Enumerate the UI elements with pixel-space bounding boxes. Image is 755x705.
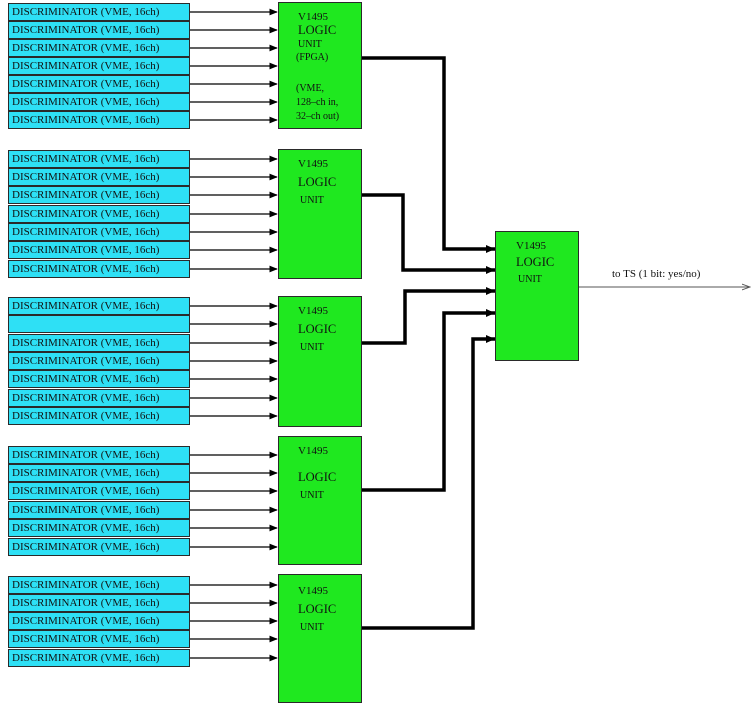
logic-unit-4-title: LOGIC: [298, 470, 337, 484]
logic-unit-1-model: V1495: [298, 11, 328, 23]
logic-unit-central-unit: UNIT: [518, 274, 542, 285]
logic-unit-5-model: V1495: [298, 585, 328, 597]
logic-unit-1-vme: (VME,: [296, 83, 325, 94]
logic-unit-3: V1495 LOGIC UNIT: [278, 296, 362, 427]
discriminator-box: DISCRIMINATOR (VME, 16ch): [8, 407, 190, 425]
discriminator-box: DISCRIMINATOR (VME, 16ch): [8, 501, 190, 519]
discriminator-box: DISCRIMINATOR (VME, 16ch): [8, 538, 190, 556]
output-label: to TS (1 bit: yes/no): [612, 268, 701, 280]
discriminator-box: DISCRIMINATOR (VME, 16ch): [8, 39, 190, 57]
discriminator-box: DISCRIMINATOR (VME, 16ch): [8, 464, 190, 482]
logic-unit-1-outputs: 32–ch out): [296, 111, 340, 122]
logic-unit-3-unit: UNIT: [300, 342, 324, 353]
central-input-arrows: [486, 245, 495, 343]
wire-logic1-to-central: [362, 56, 495, 251]
discriminator-box: DISCRIMINATOR (VME, 16ch): [8, 352, 190, 370]
discriminator-box: DISCRIMINATOR (VME, 16ch): [8, 297, 190, 315]
discriminator-box: DISCRIMINATOR (VME, 16ch): [8, 576, 190, 594]
logic-unit-4: V1495 LOGIC UNIT: [278, 436, 362, 565]
discriminator-box: DISCRIMINATOR (VME, 16ch): [8, 168, 190, 186]
logic-unit-3-title: LOGIC: [298, 322, 337, 336]
logic-unit-central-title: LOGIC: [516, 255, 555, 269]
logic-unit-5-title: LOGIC: [298, 602, 337, 616]
logic-unit-5-unit: UNIT: [300, 622, 324, 633]
logic-unit-central-model: V1495: [516, 240, 546, 252]
discriminator-box: DISCRIMINATOR (VME, 16ch): [8, 519, 190, 537]
wire-logic3-to-central: [362, 289, 495, 345]
logic-unit-5: V1495 LOGIC UNIT: [278, 574, 362, 703]
wire-logic5-to-central: [362, 337, 495, 630]
discriminator-box: DISCRIMINATOR (VME, 16ch): [8, 111, 190, 129]
wire-logic4-to-central: [362, 311, 495, 492]
logic-unit-2-title: LOGIC: [298, 175, 337, 189]
discriminator-box: DISCRIMINATOR (VME, 16ch): [8, 630, 190, 648]
logic-unit-4-unit: UNIT: [300, 490, 324, 501]
logic-unit-4-model: V1495: [298, 445, 328, 457]
discriminator-box: DISCRIMINATOR (VME, 16ch): [8, 223, 190, 241]
logic-unit-1-title: LOGIC: [298, 23, 337, 37]
discriminator-box: DISCRIMINATOR (VME, 16ch): [8, 21, 190, 39]
discriminator-box: DISCRIMINATOR (VME, 16ch): [8, 370, 190, 388]
discriminator-box: DISCRIMINATOR (VME, 16ch): [8, 594, 190, 612]
logic-unit-2-unit: UNIT: [300, 195, 324, 206]
discriminator-box: DISCRIMINATOR (VME, 16ch): [8, 150, 190, 168]
discriminator-box: [8, 315, 190, 333]
discriminator-box: DISCRIMINATOR (VME, 16ch): [8, 446, 190, 464]
discriminator-wires: [190, 8, 278, 662]
discriminator-box: DISCRIMINATOR (VME, 16ch): [8, 205, 190, 223]
logic-unit-1-fpga-label: (FPGA): [296, 52, 329, 63]
discriminator-box: DISCRIMINATOR (VME, 16ch): [8, 612, 190, 630]
discriminator-box: DISCRIMINATOR (VME, 16ch): [8, 389, 190, 407]
logic-unit-2-model: V1495: [298, 158, 328, 170]
discriminator-box: DISCRIMINATOR (VME, 16ch): [8, 75, 190, 93]
discriminator-box: DISCRIMINATOR (VME, 16ch): [8, 260, 190, 278]
discriminator-box: DISCRIMINATOR (VME, 16ch): [8, 649, 190, 667]
discriminator-box: DISCRIMINATOR (VME, 16ch): [8, 93, 190, 111]
discriminator-box: DISCRIMINATOR (VME, 16ch): [8, 334, 190, 352]
logic-unit-1-fpga: V1495 LOGIC UNIT (FPGA) (VME, 128–ch in,…: [278, 2, 362, 129]
discriminator-box: DISCRIMINATOR (VME, 16ch): [8, 241, 190, 259]
logic-to-logic-wires: [362, 56, 495, 630]
discriminator-box: DISCRIMINATOR (VME, 16ch): [8, 3, 190, 21]
logic-unit-1-unit: UNIT: [298, 39, 322, 50]
logic-unit-central: V1495 LOGIC UNIT: [495, 231, 579, 361]
logic-unit-2: V1495 LOGIC UNIT: [278, 149, 362, 279]
discriminator-box: DISCRIMINATOR (VME, 16ch): [8, 57, 190, 75]
logic-unit-1-inputs: 128–ch in,: [296, 97, 339, 108]
logic-unit-3-model: V1495: [298, 305, 328, 317]
discriminator-box: DISCRIMINATOR (VME, 16ch): [8, 482, 190, 500]
wire-logic2-to-central: [362, 193, 495, 272]
discriminator-box: DISCRIMINATOR (VME, 16ch): [8, 186, 190, 204]
